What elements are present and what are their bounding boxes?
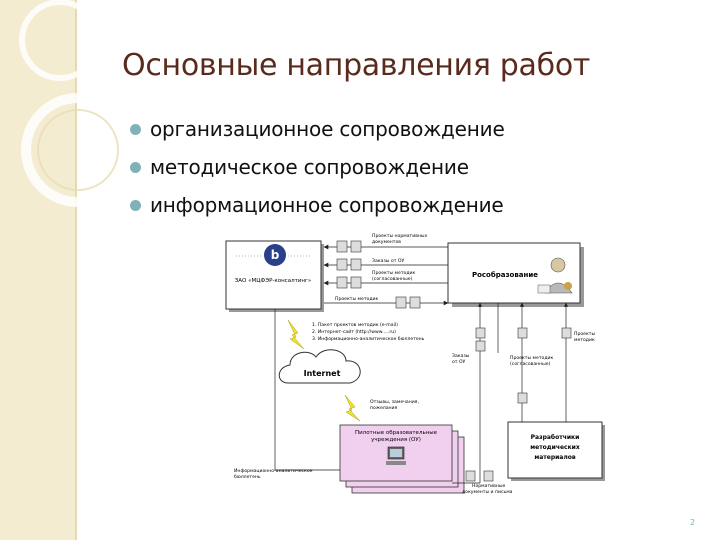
- svg-text:b: b: [271, 248, 280, 262]
- disk-icons-side: [465, 327, 572, 482]
- arrow-label-orders: Заказы от ОУ: [372, 258, 404, 264]
- orders-ou-label-2: от ОУ: [452, 359, 466, 365]
- developers-box: Разработчики методических материалов: [507, 421, 605, 481]
- orders-ou-label-1: Заказы: [452, 353, 470, 359]
- arrow-label-agreed-1: Проекты методик: [372, 270, 415, 276]
- bullet-item: информационное сопровождение: [130, 186, 505, 224]
- arrow-label-agreed-2: (согласованные): [372, 276, 413, 282]
- rosobr-label: Рособразование: [472, 271, 538, 279]
- projects-methods-label-1: Проекты: [574, 331, 595, 337]
- internet-cloud-icon: Internet: [278, 349, 361, 384]
- arrow-label-norm-projects-1: Проекты нормативных: [372, 233, 428, 239]
- lightning-icon: [344, 394, 361, 422]
- responses-label-2: пожелания: [370, 406, 398, 411]
- package-item-1: 1. Пакет проектов методик (e-mail): [312, 322, 398, 328]
- package-item-2: 2. Интернет-сайт (http://www.....ru): [312, 328, 396, 335]
- projects-methods-label-2: методик: [574, 338, 595, 343]
- info-bulletin-label-1: Информационно-аналитическое: [234, 468, 313, 474]
- bullet-item: методическое сопровождение: [130, 148, 505, 186]
- developers-label-3: материалов: [534, 454, 576, 461]
- agreed-methods-label-1: Проекты методик: [510, 355, 553, 361]
- info-bulletin-label-2: бюллетень: [234, 474, 261, 480]
- internet-label: Internet: [304, 369, 341, 378]
- pilot-label-2: учреждения (ОУ): [371, 437, 421, 443]
- bullet-dot-icon: [130, 162, 141, 173]
- computer-icon: [386, 446, 406, 465]
- disk-icons-top: [336, 240, 421, 309]
- left-decor-rule: [75, 0, 77, 540]
- bullet-item: организационное сопровождение: [130, 110, 505, 148]
- bullet-text: информационное сопровождение: [150, 193, 504, 217]
- bullet-dot-icon: [130, 124, 141, 135]
- responses-label-1: Отзывы, замечания,: [370, 399, 419, 405]
- company-box: b ЗАО «МЦФЭР-консалтинг»: [225, 240, 324, 312]
- developers-label-1: Разработчики: [531, 434, 580, 441]
- official-person-icon: [537, 257, 573, 294]
- workflow-diagram: b ЗАО «МЦФЭР-консалтинг» Рособразование …: [225, 233, 605, 495]
- developers-label-2: методических: [530, 444, 580, 451]
- lightning-icon: [287, 319, 305, 350]
- pilot-label-1: Пилотные образовательные: [355, 430, 438, 436]
- arrow-label-norm-projects-2: документов: [372, 240, 401, 245]
- norm-docs-label-2: документы и письма: [462, 490, 513, 495]
- arrow-label-methods: Проекты методик: [335, 296, 378, 302]
- bullet-text: методическое сопровождение: [150, 155, 469, 179]
- rosobr-box: Рособразование: [447, 242, 584, 307]
- pilot-schools-box: Пилотные образовательные учреждения (ОУ): [339, 424, 465, 494]
- page-number: 2: [690, 518, 696, 527]
- left-decor-band: [0, 0, 75, 540]
- bullet-list: организационное сопровождение методическ…: [130, 110, 505, 224]
- company-logo-icon: [264, 244, 286, 266]
- company-label: ЗАО «МЦФЭР-консалтинг»: [235, 278, 311, 284]
- slide-title: Основные направления работ: [122, 48, 591, 83]
- norm-docs-label-1: Нормативные: [472, 483, 505, 489]
- bullet-dot-icon: [130, 200, 141, 211]
- agreed-methods-label-2: (согласованные): [510, 361, 551, 367]
- decor-circles: [19, 0, 130, 207]
- bullet-text: организационное сопровождение: [150, 117, 505, 141]
- package-item-3: 3. Информационно-аналитическое бюллетень: [312, 336, 425, 342]
